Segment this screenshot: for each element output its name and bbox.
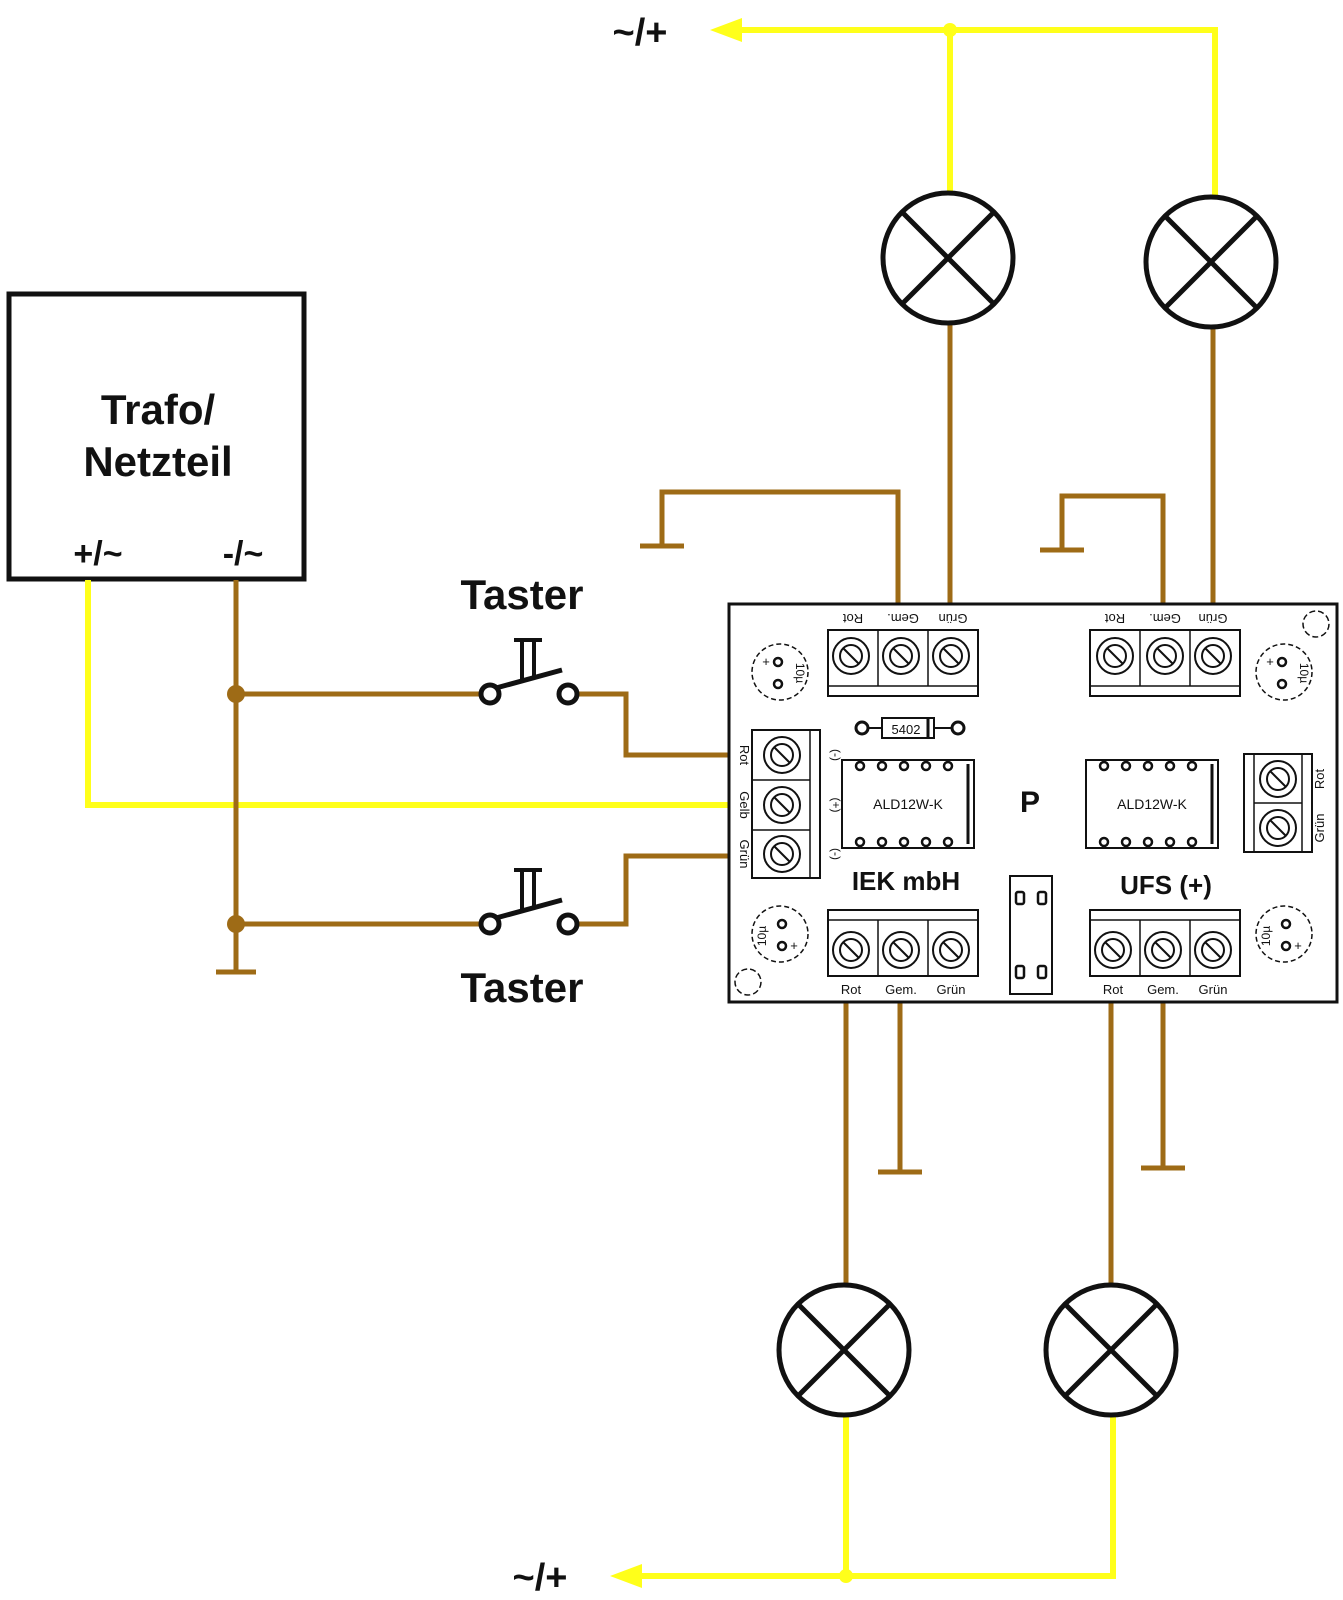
input-terminal-block: Rot Gelb Grün (-) (+) (-) — [737, 729, 843, 879]
junction-bottom — [839, 1569, 853, 1583]
ac-wire-bottom-bus — [640, 1416, 1116, 1579]
dc-wire-switch-top-out — [570, 691, 780, 758]
ac-wire-top-bus — [740, 27, 1218, 196]
diode-label: 5402 — [892, 722, 921, 737]
lamp-top-right — [1143, 194, 1279, 330]
tr-label-gem: Gem. — [1149, 611, 1181, 626]
mount-hole-bl — [734, 968, 762, 996]
input-label-rot: Rot — [737, 745, 752, 766]
switch-top — [478, 638, 580, 706]
tl-label-rot: Rot — [842, 611, 863, 626]
junction-switch-top — [227, 685, 245, 703]
br-label-gem: Gem. — [1147, 982, 1179, 997]
dc-wire-top-right-gem — [1059, 493, 1166, 653]
cap-br-value: 10µ — [1259, 926, 1273, 946]
terminal-block-bottom-right: Rot Gem. Grün — [1089, 909, 1241, 997]
switch-bottom-contact-right — [556, 912, 580, 936]
switch-bottom — [478, 868, 580, 936]
cap-bl-value: 10µ — [755, 926, 769, 946]
tr-label-rot: Rot — [1104, 611, 1125, 626]
cap-tr-value: 10µ — [1297, 663, 1311, 683]
switch-bottom-lever — [495, 897, 563, 921]
board-center-label: P — [1020, 786, 1040, 819]
board-name-left: IEK mbH — [852, 866, 960, 896]
power-supply-box — [6, 291, 307, 582]
plus-terminal-label: +/~ — [73, 535, 122, 573]
relay-right: ALD12W-K — [1085, 759, 1219, 849]
switch-top-contact-left — [478, 682, 502, 706]
arrow-bottom-output — [610, 1564, 642, 1588]
capacitor-top-right: + 10µ — [1255, 643, 1313, 701]
terminal-block-top-right: Rot Gem. Grün — [1089, 611, 1241, 697]
side-label-gruen: Grün — [1312, 814, 1327, 843]
circuit-board: Rot Gem. Grün Rot Gem. Grün — [727, 602, 1339, 1004]
dc-wires — [216, 324, 1216, 1286]
relay-right-label: ALD12W-K — [1117, 796, 1187, 812]
junction-top — [943, 23, 957, 37]
lamp-top-left — [880, 190, 1016, 326]
jumper-block — [1009, 875, 1053, 995]
tl-label-gem: Gem. — [887, 611, 919, 626]
top-output-label: ~/+ — [613, 12, 668, 54]
switch-bottom-label: Taster — [461, 964, 584, 1011]
ac-wires — [85, 27, 1218, 1579]
tr-label-gruen: Grün — [1199, 611, 1228, 626]
capacitor-bottom-right: + 10µ — [1255, 905, 1313, 963]
br-label-rot: Rot — [1103, 982, 1124, 997]
br-label-gruen: Grün — [1199, 982, 1228, 997]
power-supply-title-line1: Trafo/ — [101, 386, 216, 433]
dc-wire-top-left-gem — [659, 489, 901, 653]
cap-bl-plus: + — [790, 938, 798, 953]
input-pol-minus-bottom: (-) — [829, 848, 843, 860]
switch-top-lever — [495, 667, 563, 691]
input-pol-plus: (+) — [829, 798, 843, 813]
board-name-right: UFS (+) — [1120, 870, 1212, 900]
power-supply: Trafo/ Netzteil +/~ -/~ — [6, 291, 307, 582]
terminal-block-top-left: Rot Gem. Grün — [827, 611, 979, 697]
side-label-rot: Rot — [1312, 768, 1327, 789]
input-label-gelb: Gelb — [737, 791, 752, 818]
cap-tl-value: 10µ — [793, 663, 807, 683]
bl-label-rot: Rot — [841, 982, 862, 997]
lamp-bottom-left — [776, 1282, 912, 1418]
switch-bottom-contact-left — [478, 912, 502, 936]
terminal-block-bottom-left: Rot Gem. Grün — [827, 909, 979, 997]
dc-wire-switch-bottom-out — [570, 853, 780, 927]
arrow-top-output — [710, 18, 742, 42]
bottom-output-label: ~/+ — [513, 1557, 568, 1599]
switch-top-label: Taster — [461, 571, 584, 618]
side-terminal-block: Rot Grün — [1243, 753, 1327, 853]
cap-tl-plus: + — [762, 654, 770, 669]
ac-wire-supply-to-board — [85, 580, 780, 808]
power-supply-title-line2: Netzteil — [83, 438, 232, 485]
switch-top-contact-right — [556, 682, 580, 706]
lamp-bottom-right — [1043, 1282, 1179, 1418]
tl-label-gruen: Grün — [939, 611, 968, 626]
bl-label-gruen: Grün — [937, 982, 966, 997]
relay-left: ALD12W-K — [841, 759, 975, 849]
bl-label-gem: Gem. — [885, 982, 917, 997]
cap-tr-plus: + — [1266, 654, 1274, 669]
mount-hole-tr — [1302, 610, 1330, 638]
capacitor-bottom-left: + 10µ — [751, 905, 809, 963]
junction-switch-bottom — [227, 915, 245, 933]
capacitor-top-left: + 10µ — [751, 643, 809, 701]
relay-left-label: ALD12W-K — [873, 796, 943, 812]
input-pol-minus-top: (-) — [829, 749, 843, 761]
cap-br-plus: + — [1294, 938, 1302, 953]
diode: 5402 — [854, 717, 966, 739]
minus-terminal-label: -/~ — [223, 535, 264, 573]
input-label-gruen: Grün — [737, 840, 752, 869]
